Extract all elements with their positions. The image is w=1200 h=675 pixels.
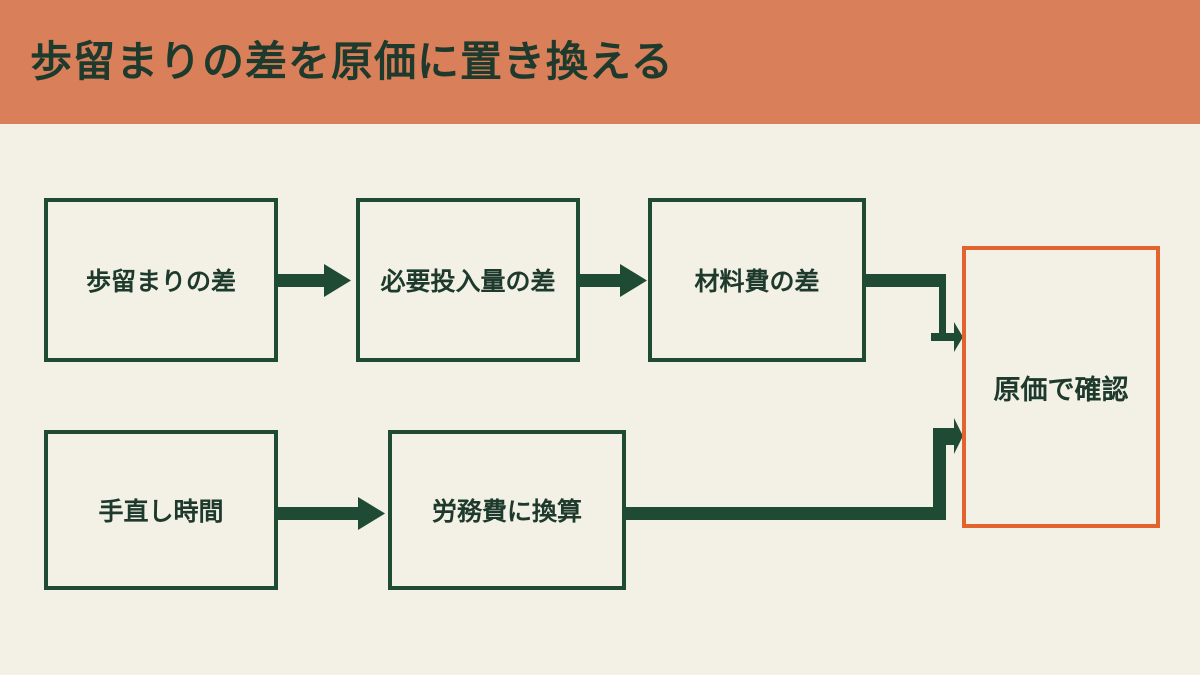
arrow-head-input-to-material <box>620 264 647 297</box>
step-yield-difference: 歩留まりの差 <box>44 198 278 362</box>
arrow-shaft-rework-to-labor <box>277 507 359 520</box>
arrow-head-labor-to-result <box>933 418 963 454</box>
arrow-head-rework-to-labor <box>358 497 385 530</box>
result-label: 原価で確認 <box>993 374 1129 406</box>
step-labor-cost-conversion: 労務費に換算 <box>388 430 626 590</box>
slide-title: 歩留まりの差を原価に置き換える <box>30 37 674 86</box>
arrow-shaft-input-to-material <box>579 274 621 287</box>
step-label: 労務費に換算 <box>431 497 582 526</box>
step-rework-time: 手直し時間 <box>44 430 278 590</box>
elbow-connector-labor-to-result <box>625 440 946 520</box>
title-bar <box>0 0 1200 124</box>
step-label: 手直し時間 <box>98 497 224 526</box>
step-label: 歩留まりの差 <box>85 267 236 296</box>
elbow-connector-material-to-result <box>865 274 946 333</box>
arrow-shaft-yield-to-input <box>277 274 325 287</box>
result-confirm-by-cost: 原価で確認 <box>962 246 1160 528</box>
step-label: 材料費の差 <box>694 267 820 296</box>
arrow-head-yield-to-input <box>324 264 351 297</box>
step-label: 必要投入量の差 <box>380 267 556 296</box>
arrow-head-material-to-result <box>931 322 963 352</box>
step-material-cost-difference: 材料費の差 <box>648 198 866 362</box>
step-input-quantity-difference: 必要投入量の差 <box>356 198 580 362</box>
